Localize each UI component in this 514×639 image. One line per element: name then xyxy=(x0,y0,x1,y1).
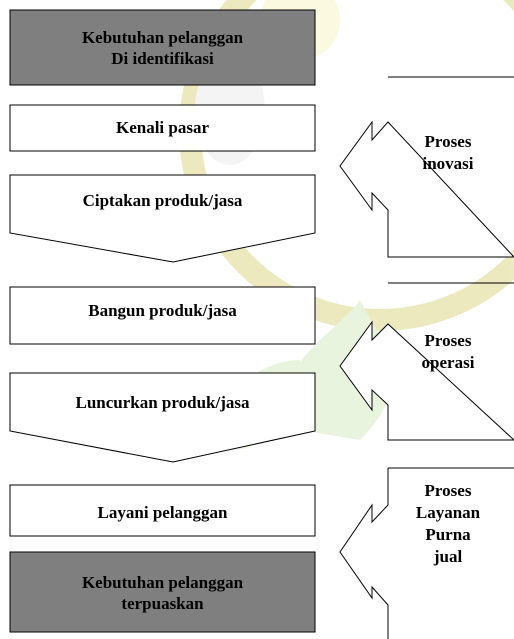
step-identify-market-label: Kenali pasar xyxy=(115,118,210,137)
step-serve-customer-box xyxy=(9,484,316,537)
after-sales-process-line2: Layanan xyxy=(415,503,481,522)
step-create-product-label: Ciptakan produk/jasa xyxy=(82,191,243,210)
step-identify-market-box xyxy=(9,104,316,152)
step-build-product-box xyxy=(9,286,316,345)
operation-process-line2: operasi xyxy=(421,353,475,372)
after-sales-process-label: Proses Layanan Purna jual xyxy=(398,480,498,568)
innovation-process-line1: Proses xyxy=(424,132,472,151)
innovation-process-line2: inovasi xyxy=(422,154,474,173)
needs-satisfied-box xyxy=(9,551,316,633)
operation-process-callout xyxy=(339,282,514,441)
needs-satisfied-line2: terpuaskan xyxy=(121,594,204,613)
needs-identified-box xyxy=(9,9,316,86)
needs-identified-line2: Di identifikasi xyxy=(111,49,214,68)
after-sales-process-line4: jual xyxy=(433,547,463,566)
step-serve-customer-label: Layani pelanggan xyxy=(97,503,228,522)
operation-process-line1: Proses xyxy=(424,331,472,350)
needs-satisfied-line1: Kebutuhan pelanggan xyxy=(81,573,244,592)
operation-process-label: Proses operasi xyxy=(398,330,498,374)
needs-identified-line1: Kebutuhan pelanggan xyxy=(81,28,244,47)
innovation-process-label: Proses inovasi xyxy=(398,131,498,175)
after-sales-process-line3: Purna xyxy=(425,525,471,544)
needs-satisfied-label: Kebutuhan pelanggan terpuaskan xyxy=(10,572,315,614)
after-sales-process-callout xyxy=(339,467,514,639)
step-build-product-label: Bangun produk/jasa xyxy=(88,301,237,320)
step-launch-product-label: Luncurkan produk/jasa xyxy=(75,393,250,412)
step-create-product-arrow xyxy=(9,174,316,263)
step-launch-product-arrow xyxy=(9,372,316,463)
after-sales-process-line1: Proses xyxy=(424,481,472,500)
needs-identified-label: Kebutuhan pelanggan Di identifikasi xyxy=(10,27,315,69)
innovation-process-callout xyxy=(339,76,514,258)
